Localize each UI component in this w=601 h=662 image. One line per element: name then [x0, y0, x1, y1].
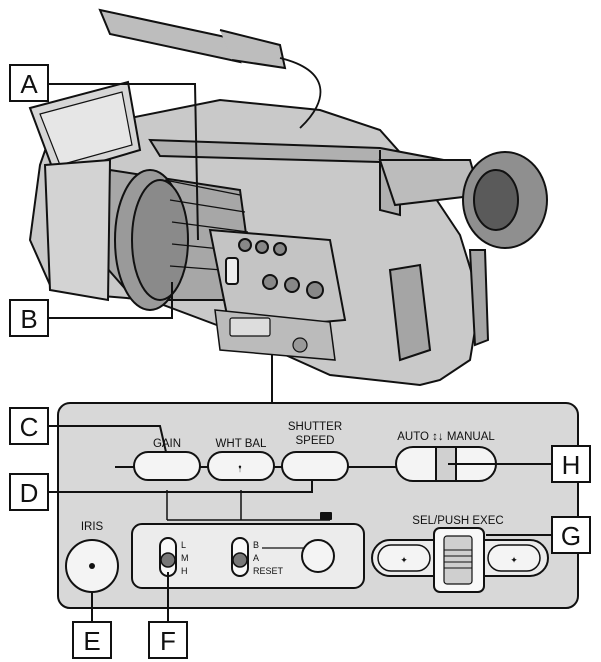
callout-e: E — [83, 626, 100, 656]
shutter-speed-button[interactable] — [281, 451, 349, 481]
wb-set-button[interactable] — [301, 539, 335, 573]
wb-switch-a: A — [253, 553, 259, 563]
sel-push-exec-label: SEL/PUSH EXEC — [412, 515, 503, 527]
wb-switch-b: B — [253, 540, 259, 550]
callout-h-box — [551, 445, 591, 483]
gain-switch-h: H — [181, 566, 188, 576]
auto-manual-label: AUTO ↕↓ MANUAL — [397, 431, 495, 443]
callout-g-box — [551, 516, 591, 554]
gain-label: GAIN — [153, 438, 181, 450]
lens-hood — [43, 158, 112, 302]
callout-a-box — [9, 64, 49, 102]
gain-button[interactable] — [133, 451, 201, 481]
callout-h: H — [562, 450, 581, 480]
gain-button-arrow: ↑ — [238, 464, 243, 474]
callout-c: C — [20, 412, 39, 442]
callout-d: D — [20, 478, 39, 508]
callout-d-box — [9, 473, 49, 511]
callout-f-box — [148, 621, 188, 659]
gain-switch-l: L — [181, 540, 186, 550]
shutter-label-line1: SHUTTER — [288, 421, 342, 433]
svg-text:✦: ✦ — [400, 555, 408, 565]
shutter-label-line2: SPEED — [296, 435, 335, 447]
callout-lines — [48, 83, 552, 622]
callout-a: A — [20, 69, 38, 99]
camcorder-illustration — [28, 8, 548, 387]
callout-b: B — [20, 304, 37, 334]
callout-boxes: A B C D E F G H — [9, 64, 591, 659]
wb-icon — [320, 512, 332, 520]
wht-bal-button[interactable] — [207, 451, 275, 481]
wht-bal-label: WHT BAL — [216, 438, 268, 450]
sel-left-button[interactable] — [377, 544, 431, 572]
microphone — [98, 8, 242, 64]
iris-label: IRIS — [81, 521, 104, 533]
callout-g: G — [561, 521, 581, 551]
svg-text:•: • — [238, 462, 241, 472]
callout-e-box — [72, 621, 112, 659]
wb-switch-reset: RESET — [253, 566, 284, 576]
sel-right-button[interactable] — [487, 544, 541, 572]
callout-c-box — [9, 407, 49, 445]
top-button-row — [115, 446, 497, 482]
gain-switch-m: M — [181, 553, 189, 563]
callout-f: F — [160, 626, 176, 656]
callout-b-box — [9, 299, 49, 337]
control-panel: ↑ • GAIN WHT BAL SHUTTER SPEED AUTO ↕↓ M… — [57, 402, 579, 609]
svg-text:✦: ✦ — [510, 555, 518, 565]
